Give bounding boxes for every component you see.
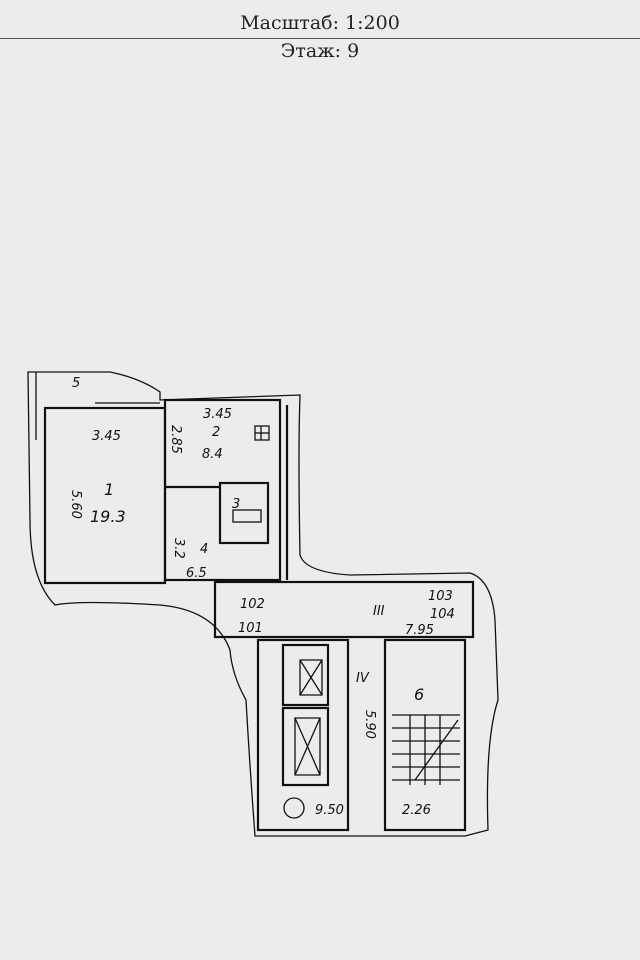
dim-label: 3.45	[92, 429, 121, 444]
room-2-number: 2	[212, 425, 220, 440]
room-4-number: 4	[200, 542, 208, 557]
room-1-number: 1	[104, 480, 114, 499]
dim-label: 5	[72, 376, 80, 391]
dim-label: 3.2	[171, 538, 186, 559]
lift-1	[281, 643, 330, 707]
dim-label: 2.85	[168, 425, 183, 454]
bathroom-3	[218, 481, 270, 545]
room-label: 103	[428, 589, 453, 604]
dim-label: 9.50	[315, 803, 344, 818]
header-divider	[0, 38, 640, 39]
stair-walls	[383, 638, 467, 832]
room-3-number: 3	[232, 497, 240, 512]
dim-label: 5.90	[362, 710, 377, 739]
room-label: 102	[240, 597, 265, 612]
dim-label: 3.45	[203, 407, 232, 422]
room-label: 101	[238, 621, 263, 636]
room-label: IV	[356, 671, 370, 686]
lift-2	[281, 706, 330, 787]
garbage-chute-icon	[283, 797, 305, 819]
room-1-area: 19.3	[90, 507, 126, 526]
lift-block	[256, 638, 350, 832]
lift-1-cross-icon	[299, 659, 323, 696]
stair-number: 6	[414, 685, 424, 704]
dim-label: 2.26	[402, 803, 431, 818]
dim-label: 5.60	[68, 490, 83, 519]
floor-label: Этаж: 9	[280, 40, 360, 62]
corridor-walls	[213, 580, 475, 639]
room-label: III	[373, 604, 385, 619]
room-2-4-walls	[163, 398, 282, 582]
room-label: 7.95	[405, 623, 434, 638]
room-4-area: 6.5	[186, 566, 207, 581]
scale-label: Масштаб: 1:200	[240, 12, 400, 34]
stairs-icon	[392, 714, 460, 785]
plan-outline	[27, 371, 499, 837]
room-label: 104	[430, 607, 455, 622]
room-2-area: 8.4	[202, 447, 223, 462]
lift-2-cross-icon	[294, 717, 321, 776]
bathtub-icon	[232, 509, 262, 523]
